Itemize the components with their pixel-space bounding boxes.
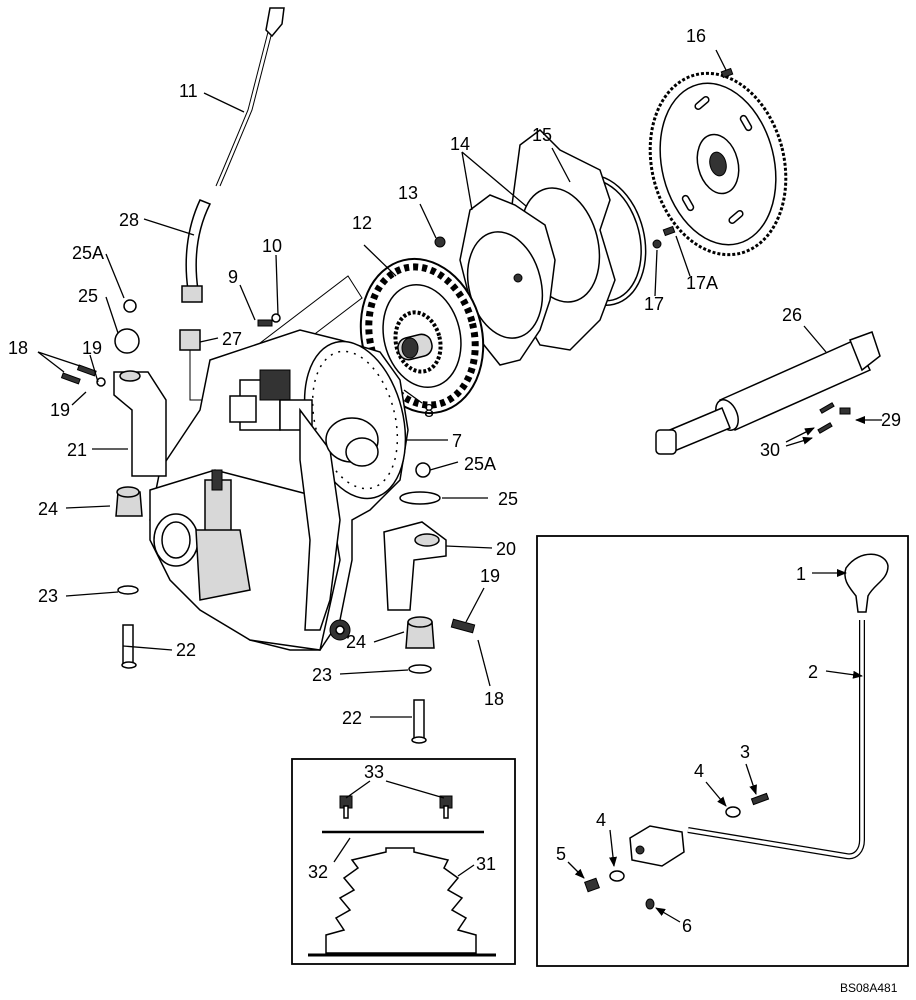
dipstick-assembly xyxy=(179,7,285,401)
flex-plate-ring-gear xyxy=(648,67,788,257)
callout-19: 19 xyxy=(50,400,70,420)
callout-4: 4 xyxy=(694,761,704,781)
callout-25: 25 xyxy=(498,489,518,509)
callout-6: 6 xyxy=(682,916,692,936)
callout-31: 31 xyxy=(476,854,496,874)
callout-2: 2 xyxy=(808,662,818,682)
callout-28: 28 xyxy=(119,210,139,230)
callout-22: 22 xyxy=(176,640,196,660)
callout-23: 23 xyxy=(312,665,332,685)
transmission-housing xyxy=(149,275,409,651)
callout-17a: 17A xyxy=(686,273,718,293)
leader-lines xyxy=(37,49,882,923)
callout-18: 18 xyxy=(8,338,28,358)
drawing-reference-code: BS08A481 xyxy=(840,981,898,995)
callout-22: 22 xyxy=(342,708,362,728)
callout-labels: 11 28 25A 25 27 9 10 18 19 19 21 24 23 2… xyxy=(8,26,901,995)
callout-8: 8 xyxy=(424,401,434,421)
callout-13: 13 xyxy=(398,183,418,203)
callout-19: 19 xyxy=(480,566,500,586)
callout-17: 17 xyxy=(644,294,664,314)
callout-32: 32 xyxy=(308,862,328,882)
callout-25a: 25A xyxy=(72,243,104,263)
callout-30: 30 xyxy=(760,440,780,460)
callout-29: 29 xyxy=(881,410,901,430)
inset-boot xyxy=(291,758,516,965)
callout-12: 12 xyxy=(352,213,372,233)
callout-15: 15 xyxy=(532,125,552,145)
callout-24: 24 xyxy=(38,499,58,519)
callout-5: 5 xyxy=(556,844,566,864)
callout-33: 33 xyxy=(364,762,384,782)
callout-24: 24 xyxy=(346,632,366,652)
callout-18: 18 xyxy=(484,689,504,709)
callout-1: 1 xyxy=(796,564,806,584)
callout-4: 4 xyxy=(596,810,606,830)
driveshaft xyxy=(655,331,881,455)
callout-27: 27 xyxy=(222,329,242,349)
callout-16: 16 xyxy=(686,26,706,46)
callout-23: 23 xyxy=(38,586,58,606)
callout-10: 10 xyxy=(262,236,282,256)
callout-25: 25 xyxy=(78,286,98,306)
inset-shift-lever xyxy=(536,535,909,967)
callout-20: 20 xyxy=(496,539,516,559)
callout-9: 9 xyxy=(228,267,238,287)
gasket-and-adapter-plates xyxy=(434,129,647,366)
callout-14: 14 xyxy=(450,134,470,154)
callout-26: 26 xyxy=(782,305,802,325)
callout-25a: 25A xyxy=(464,454,496,474)
callout-3: 3 xyxy=(740,742,750,762)
callout-21: 21 xyxy=(67,440,87,460)
callout-11: 11 xyxy=(179,81,198,101)
callout-7: 7 xyxy=(452,431,462,451)
callout-19: 19 xyxy=(82,338,102,358)
